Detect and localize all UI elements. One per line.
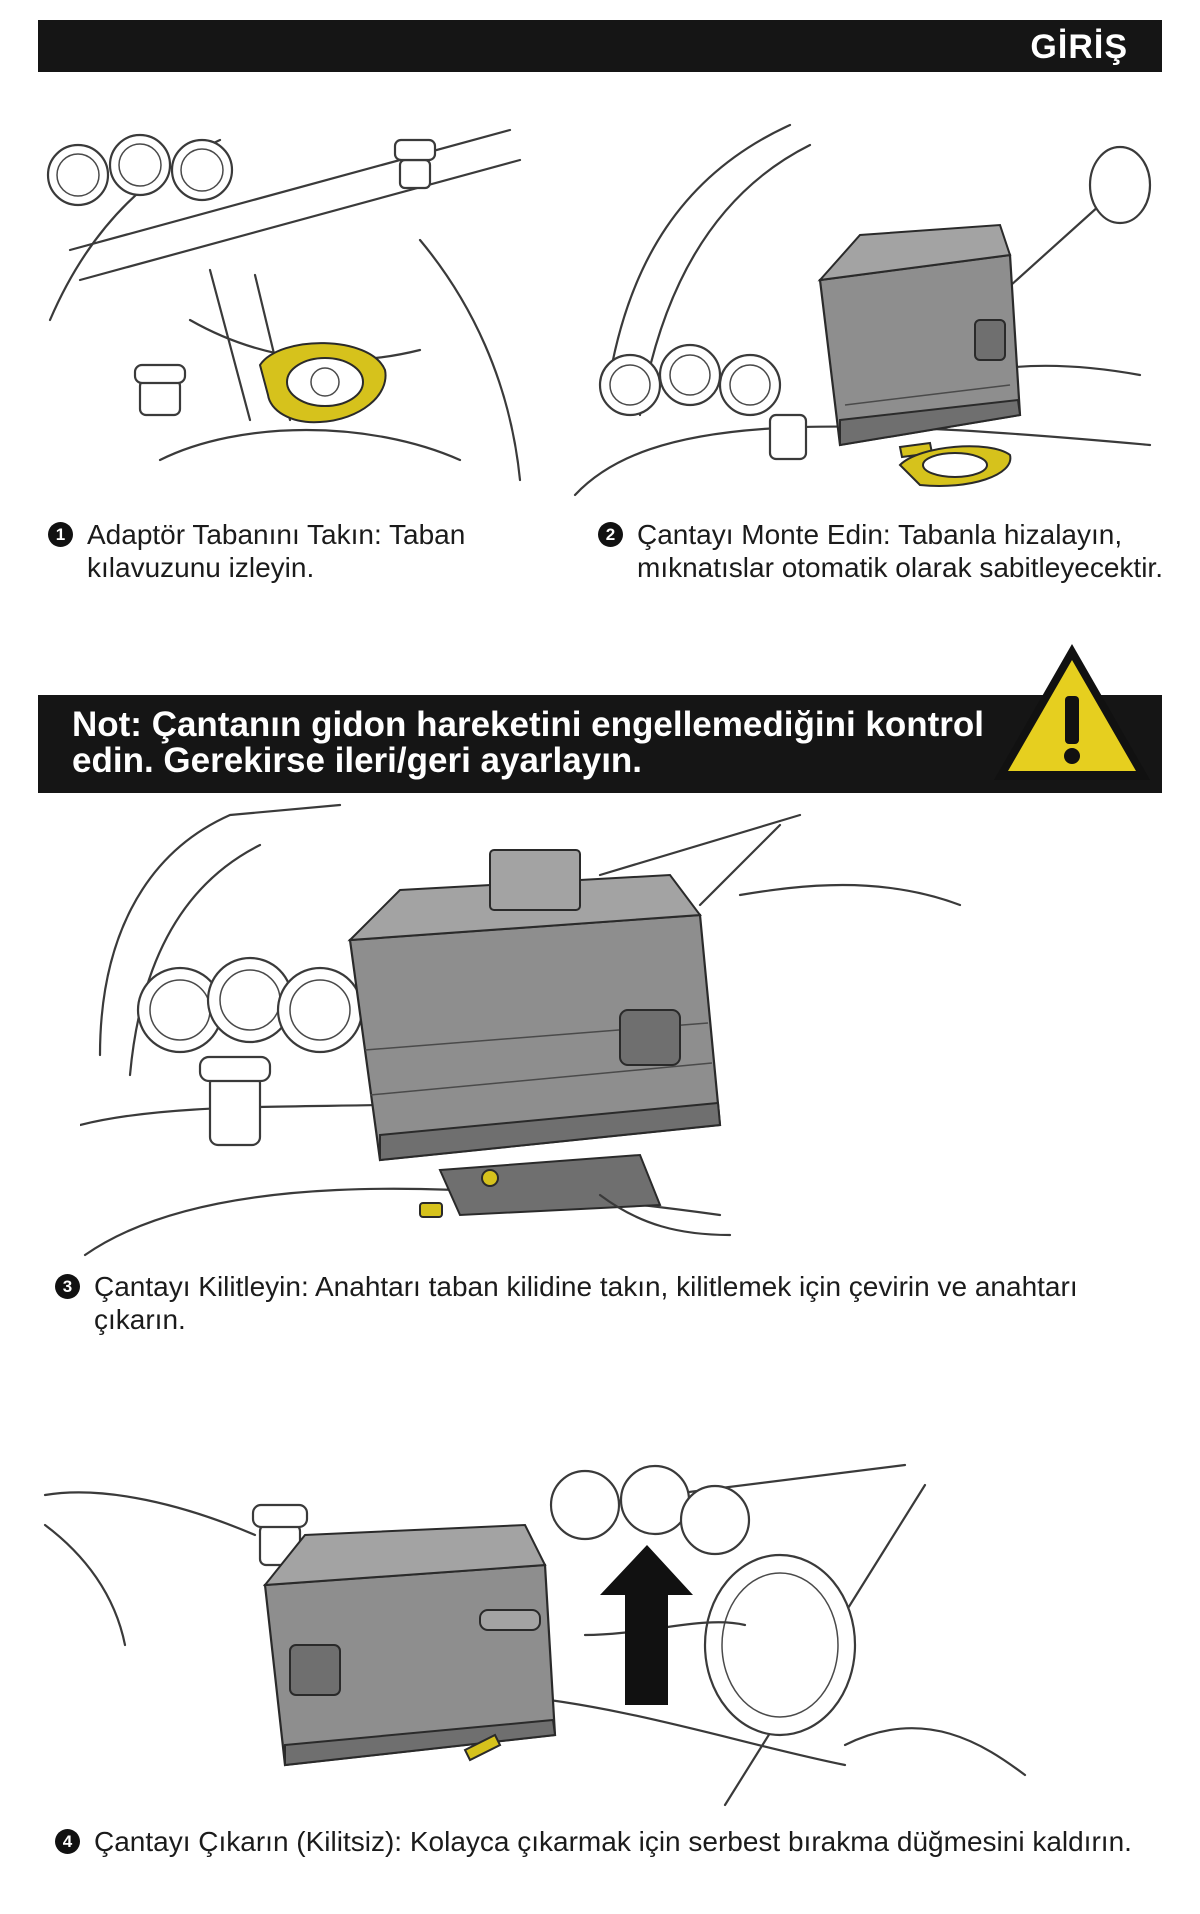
- step-text: Çantayı Çıkarın (Kilitsiz): Kolayca çıka…: [94, 1826, 1132, 1857]
- step-text: Çantayı Kilitleyin: Anahtarı taban kilid…: [94, 1271, 1078, 1335]
- note-text: Not: Çantanın gidon hareketini engelleme…: [72, 705, 984, 780]
- step-text: Adaptör Tabanını Takın: Taban kılavuzunu…: [87, 519, 466, 583]
- up-arrow-icon: [600, 1545, 693, 1705]
- warning-triangle-icon: [994, 644, 1150, 780]
- step-number: 3: [55, 1274, 80, 1299]
- step-text: Çantayı Monte Edin: Tabanla hizalayın, m…: [637, 519, 1163, 583]
- illustration-lock-bag: [80, 803, 962, 1257]
- step-number: 1: [48, 522, 73, 547]
- page-title: GİRİŞ: [1030, 28, 1128, 66]
- step-number: 4: [55, 1829, 80, 1854]
- illustration-mount-bag: [573, 123, 1152, 497]
- note-banner: Not: Çantanın gidon hareketini engelleme…: [38, 695, 1162, 793]
- step-number: 2: [598, 522, 623, 547]
- illustration-release-bag: [43, 1463, 1027, 1807]
- header-bar: GİRİŞ: [38, 20, 1162, 72]
- illustration-adapter-base: [46, 128, 522, 482]
